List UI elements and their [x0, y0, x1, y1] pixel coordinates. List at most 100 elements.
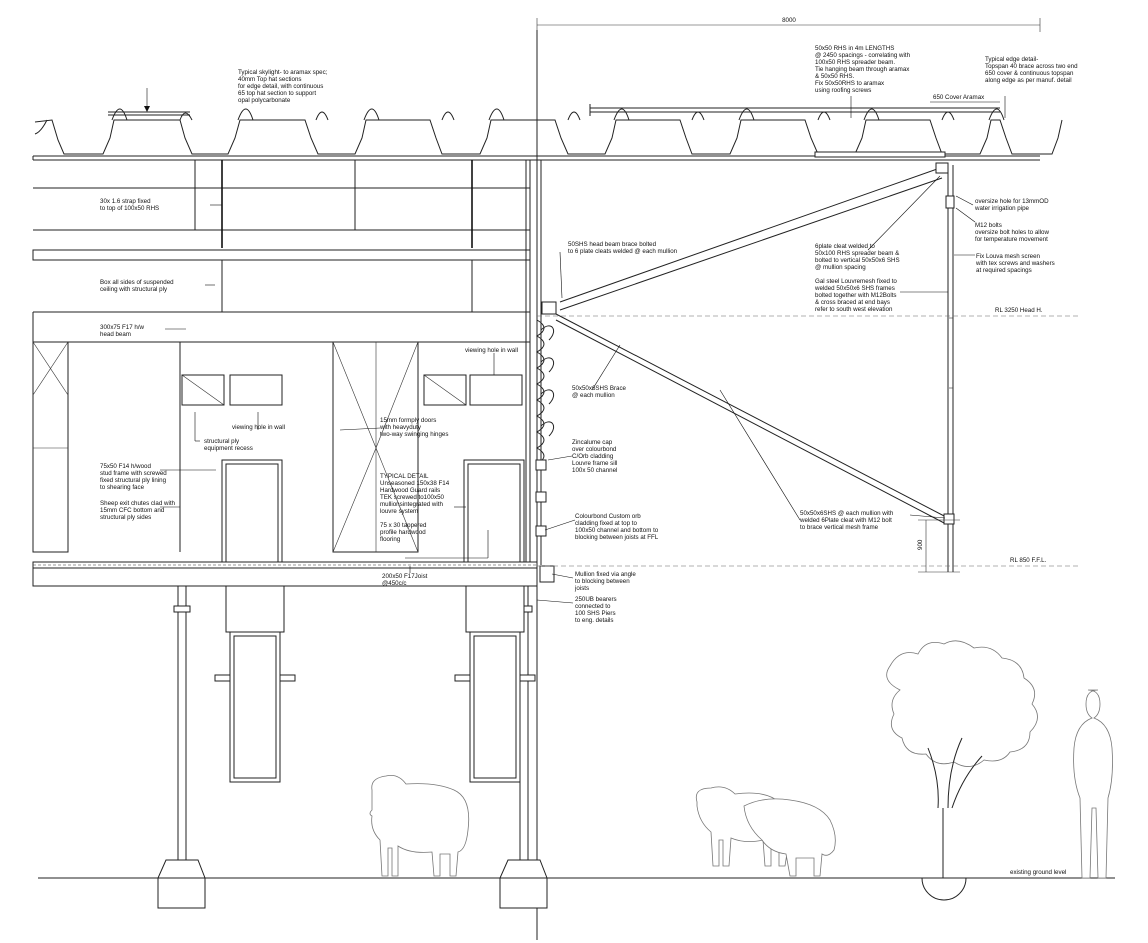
brace-line-2: @ each mullion	[572, 392, 615, 399]
annotation-flooring: 75 x 30 tappered profile hardwood floori…	[380, 522, 427, 543]
ceiling-structure	[32, 160, 531, 343]
galsteel-line-2: welded 50x50x6 SHS frames	[814, 285, 895, 292]
roof-sheeting	[32, 104, 1063, 161]
colourbond-line-1: Colourbond Custom orb	[575, 513, 641, 520]
spreader-line-1: 50x50 RHS in 4m LENGTHS	[815, 45, 894, 52]
dim-900-label: 900	[917, 539, 924, 550]
spreader-line-6: Fix 50x50RHS to aramax	[815, 80, 885, 87]
annotation-skylight: Typical skylight- to aramax spec; 40mm T…	[238, 69, 328, 104]
ground-level-label: existing ground level	[1010, 869, 1066, 876]
colourbond-line-3: 100x50 channel and bottom to	[575, 527, 659, 534]
annotation-sheep-chutes: Sheep exit chutes clad with 15mm CFC bot…	[100, 500, 176, 521]
cleat-line-3: bolted to vertical 50x50x6 SHS	[815, 257, 900, 264]
colourbond-line-2: cladding fixed at top to	[575, 520, 637, 527]
typical-line-4: TEK screwed to100x50	[380, 494, 445, 501]
viewing-hole-left-label: viewing hole in wall	[232, 424, 285, 431]
galsteel-line-1: Gal steel Louvremesh fixed to	[815, 278, 897, 285]
strap-line-2: to top of 100x50 RHS	[100, 205, 159, 212]
shs-mullion-line-3: to brace vertical mesh frame	[800, 524, 879, 531]
box-ceiling-line-2: ceiling with structural ply	[100, 286, 168, 293]
equipment-line-1: structural ply	[204, 438, 240, 445]
mullion-fixed-line-2: to blocking between	[575, 578, 630, 585]
doors-line-3: two-way swinging hinges	[380, 431, 448, 438]
rl-ffl-label: RL 850 F.F.L.	[1010, 557, 1047, 564]
edge-line-2: Topspan 40 brace across two end	[985, 63, 1078, 70]
m12-line-1: M12 bolts	[975, 222, 1002, 229]
stud-line-1: 75x50 F14 h/wood	[100, 463, 151, 470]
annotation-louvre-screen: Fix Louva mesh screen with tex screws an…	[975, 253, 1055, 274]
top-dimension: 8000	[536, 17, 1041, 32]
annotation-zincalume: Zincalume cap over colourbond C/Orb clad…	[572, 439, 617, 474]
canopy-frame	[555, 162, 955, 572]
leader-lines	[144, 88, 1006, 604]
spreader-line-5: & 50x50 RHS.	[815, 73, 854, 80]
bearers-line-2: connected to	[575, 603, 611, 610]
cleat-line-1: 6plate cleat welded to	[815, 243, 875, 250]
skylight-line-2: 40mm Top hat sections	[238, 76, 302, 83]
piers	[157, 585, 548, 909]
mullion-column	[525, 30, 557, 940]
typical-line-5: mullionsintegrated with	[380, 501, 443, 508]
head-brace-line-2: to 6 plate cleats welded @ each mullion	[568, 248, 678, 255]
zincalume-line-3: C/Orb cladding	[572, 453, 614, 460]
equipment-line-2: equipment recess	[204, 445, 253, 452]
annotation-equipment: structural ply equipment recess	[204, 438, 253, 452]
galsteel-line-5: refer to south west elevation	[815, 306, 893, 313]
strap-line-1: 30x 1.6 strap fixed	[100, 198, 151, 205]
zincalume-line-1: Zincalume cap	[572, 439, 613, 446]
colourbond-line-4: blocking between joists at FFL	[575, 534, 659, 541]
viewing-hole-right-label: viewing hole in wall	[465, 347, 518, 354]
oversize-line-1: oversize hole for 13mmOD	[975, 198, 1049, 205]
annotation-head-brace: 50SHS head beam brace bolted to 6 plate …	[568, 241, 678, 255]
zincalume-line-5: 100x 50 channel	[572, 467, 617, 474]
galsteel-line-4: & cross braced at end bays	[815, 299, 890, 306]
annotation-oversize: oversize hole for 13mmOD water irrigatio…	[974, 198, 1049, 212]
oversize-line-2: water irrigation pipe	[974, 205, 1030, 212]
annotation-brace: 50x50x6SHS Brace @ each mullion	[572, 385, 627, 399]
flooring-line-1: 75 x 30 tappered	[380, 522, 427, 529]
cover-aramax-label: 650 Cover Aramax	[933, 94, 985, 101]
annotation-m12: M12 bolts oversize bolt holes to allow f…	[975, 222, 1049, 243]
doors-line-2: with heavyduty	[379, 424, 422, 431]
annotation-stud: 75x50 F14 h/wood stud frame with screwed…	[100, 463, 167, 491]
bearers-line-4: to eng. details	[575, 617, 614, 624]
annotation-joist: 200x50 F17Joist @450c/c	[382, 573, 428, 587]
flooring-line-3: flooring	[380, 536, 401, 543]
edge-line-1: Typical edge detail-	[985, 56, 1038, 63]
spreader-line-2: @ 2450 spacings - correlating with	[815, 52, 911, 59]
cleat-line-4: @ mullion spacing	[815, 264, 866, 271]
bearers-line-1: 250UB bearers	[575, 596, 617, 603]
louvre-screen-line-3: at required spacings	[976, 267, 1032, 274]
typical-line-1: TYPICAL DETAIL	[380, 473, 429, 480]
skylight-line-1: Typical skylight- to aramax spec;	[238, 69, 328, 76]
edge-line-3: 650 cover & continuous topspan	[985, 70, 1074, 77]
spreader-line-3: 100x50 RHS spreader beam.	[815, 59, 895, 66]
annotation-typical: TYPICAL DETAIL Unseasoned 150x38 F14 Har…	[380, 473, 450, 515]
stud-line-4: to shearing face	[100, 484, 145, 491]
typical-line-3: Hardwood Guard rails	[380, 487, 440, 494]
annotation-bearers: 250UB bearers connected to 100 SHS Piers…	[575, 596, 617, 624]
annotation-mullion-fixed: Mullion fixed via angle to blocking betw…	[574, 571, 636, 592]
tree-illustration	[886, 640, 1038, 901]
skylight-line-5: opal polycarbonate	[238, 97, 291, 104]
m12-line-2: oversize bolt holes to allow	[975, 229, 1049, 236]
sheep-chutes-line-1: Sheep exit chutes clad with	[100, 500, 176, 507]
shs-mullion-line-2: welded 6Plate cleat with M12 bolt	[799, 517, 892, 524]
annotation-cleat: 6plate cleat welded to 50x100 RHS spread…	[815, 243, 900, 271]
edge-line-4: along edge as per manuf. detail	[985, 77, 1072, 84]
sheep-chutes-line-3: structural ply sides	[100, 514, 151, 521]
rl-head-label: RL 3250 Head H.	[995, 307, 1043, 314]
shs-mullion-line-1: 50x50x6SHS @ each mullion with	[800, 510, 894, 517]
head-beam-line-1: 300x75 F17 h/w	[100, 324, 145, 331]
mullion-fixed-line-3: joists	[574, 585, 589, 592]
flooring-line-2: profile hardwood	[380, 529, 426, 536]
joist-line-2: @450c/c	[382, 580, 407, 587]
head-brace-line-1: 50SHS head beam brace bolted	[568, 241, 657, 248]
doors-line-1: 15mm formply doors	[380, 417, 436, 424]
annotation-spreader: 50x50 RHS in 4m LENGTHS @ 2450 spacings …	[815, 45, 911, 94]
zincalume-line-2: over colourbond	[572, 446, 617, 453]
louvre-screen-line-1: Fix Louva mesh screen	[976, 253, 1041, 260]
stud-line-3: fixed structural ply lining	[100, 477, 167, 484]
mullion-fixed-line-1: Mullion fixed via angle	[575, 571, 636, 578]
